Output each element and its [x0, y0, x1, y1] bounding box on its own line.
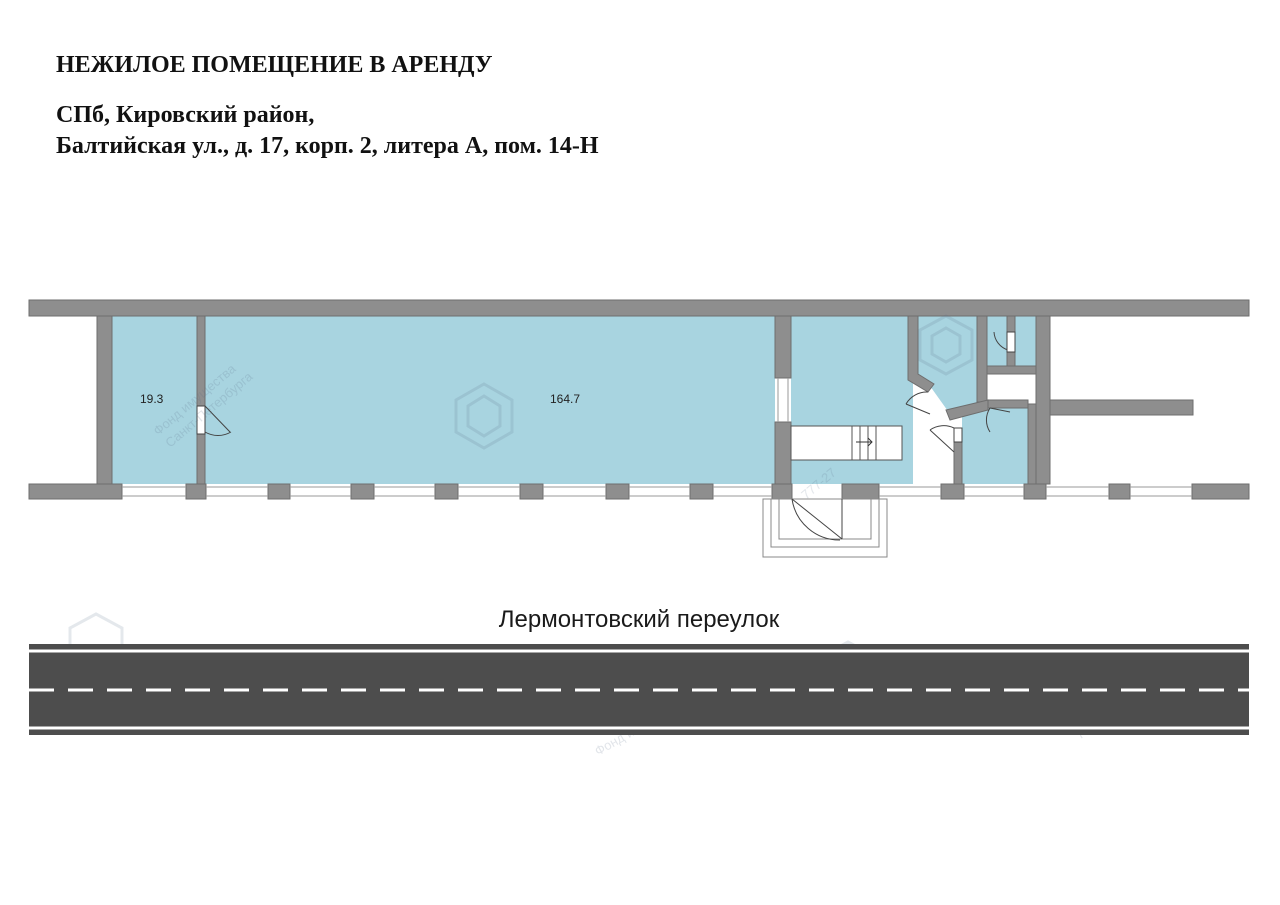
door-wc-right	[986, 407, 1011, 433]
door-wc-top	[993, 331, 1016, 353]
window	[458, 486, 520, 497]
pier	[689, 483, 714, 500]
bottom-wall-right	[1191, 483, 1250, 500]
address-line-1: СПб, Кировский район,	[56, 102, 315, 128]
pier	[940, 483, 965, 500]
pier	[350, 483, 375, 500]
windows	[122, 378, 1192, 497]
pier	[1108, 483, 1131, 500]
porch-inner	[770, 498, 880, 548]
top-wall	[28, 299, 1250, 317]
road	[29, 644, 1249, 735]
window	[1130, 486, 1192, 497]
wall-wc-left	[953, 439, 963, 485]
window	[206, 486, 268, 497]
page-title: НЕЖИЛОЕ ПОМЕЩЕНИЕ В АРЕНДУ	[56, 52, 493, 78]
pier	[841, 483, 880, 500]
wall-main-entrance-low	[774, 421, 792, 485]
wall-wc-mid	[986, 365, 1038, 375]
wall-wc-small-2	[1006, 351, 1016, 367]
window	[964, 486, 1024, 497]
wall-wc-top	[987, 399, 1029, 409]
wall-main-entrance-top	[774, 315, 792, 379]
wall-corridor-bottom	[945, 399, 989, 421]
wall-wc-bottom-right	[1027, 403, 1037, 485]
window	[543, 486, 606, 497]
door-corridor	[905, 391, 931, 415]
entrance-door	[791, 498, 843, 541]
pier	[519, 483, 544, 500]
door-wc-lower	[929, 425, 963, 453]
window	[713, 486, 772, 497]
room-corridor-fill	[913, 316, 986, 414]
doors	[196, 331, 1016, 453]
window	[1046, 486, 1109, 497]
walls	[28, 299, 1250, 500]
window	[879, 486, 941, 497]
entrance-porch	[762, 498, 888, 558]
room-small-fill	[112, 316, 197, 484]
watermark-logo	[918, 314, 974, 376]
wall-extension	[1049, 399, 1194, 416]
street-name: Лермонтовский переулок	[499, 606, 780, 633]
wall-right-block	[1035, 315, 1051, 485]
room-small-area: 19.3	[140, 392, 164, 406]
left-wall	[96, 315, 113, 485]
porch-outer	[762, 498, 888, 558]
pier	[267, 483, 291, 500]
pier	[1023, 483, 1047, 500]
room-main-area: 164.7	[550, 392, 580, 406]
pier	[605, 483, 630, 500]
address-line-2: Балтийская ул., д. 17, корп. 2, литера А…	[56, 133, 599, 159]
room-wc-bottom-fill	[962, 408, 1030, 484]
wall-opening	[777, 378, 789, 422]
interior-stairs	[790, 425, 903, 461]
partition-small-low	[196, 433, 206, 485]
room-main-fill	[205, 316, 775, 484]
bottom-wall-left	[28, 483, 123, 500]
door-small-room	[196, 405, 232, 436]
wall-wc-small	[1006, 315, 1016, 333]
room-fills	[112, 316, 1036, 484]
wall-corridor-right	[976, 315, 988, 403]
pier	[434, 483, 459, 500]
watermark	[68, 314, 974, 702]
pier	[771, 483, 793, 500]
porch-step	[778, 498, 872, 540]
window	[290, 486, 351, 497]
wall-corridor-left	[907, 315, 935, 393]
watermark-logo	[454, 382, 514, 450]
window	[122, 486, 186, 497]
window	[374, 486, 435, 497]
window	[629, 486, 690, 497]
pier	[185, 483, 207, 500]
